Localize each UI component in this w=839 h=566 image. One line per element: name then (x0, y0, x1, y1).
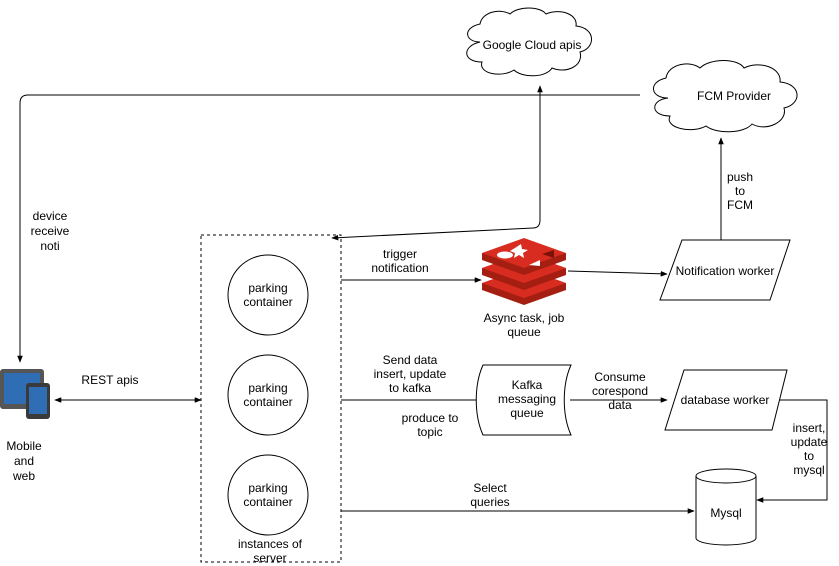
mobile-label-1: Mobile (6, 439, 42, 453)
server-group-label-1: instances of (238, 537, 303, 551)
mobile-label-3: web (12, 469, 35, 483)
produce-label-1: produce to (402, 411, 459, 425)
async-task-label-2: queue (507, 325, 541, 339)
edge-server-to-google (331, 85, 543, 241)
device-receive-label-1: device (33, 209, 68, 223)
container-2-label-2: container (243, 395, 292, 409)
mysql-node: Mysql (695, 468, 757, 546)
insert-mysql-label-4: mysql (793, 463, 824, 477)
produce-label-2: topic (417, 425, 442, 439)
parking-container-1: parking container (227, 254, 309, 336)
kafka-queue-node: Kafka messaging queue (475, 364, 572, 436)
container-3-label-1: parking (248, 481, 287, 495)
edge-dbworker-to-mysql (756, 399, 828, 503)
server-group (200, 234, 342, 563)
notification-worker-label: Notification worker (676, 264, 775, 278)
device-receive-label-3: noti (40, 239, 59, 253)
push-fcm-label-2: to (735, 184, 745, 198)
container-1-label-2: container (243, 295, 292, 309)
kafka-label-2: messaging (498, 392, 556, 406)
insert-mysql-label-1: insert, (793, 421, 826, 435)
trigger-label-1: trigger (383, 247, 417, 261)
database-worker-node: database worker (664, 369, 788, 431)
trigger-label-2: notification (371, 261, 428, 275)
send-data-label-1: Send data (383, 353, 438, 367)
fcm-provider-label: FCM Provider (697, 89, 771, 103)
select-label-2: queries (470, 495, 509, 509)
send-data-label-3: to kafka (389, 381, 431, 395)
edge-fcm-to-device (17, 94, 640, 363)
device-receive-label-2: receive (31, 224, 70, 238)
google-cloud-node: Google Cloud apis (466, 7, 592, 77)
rest-apis-label: REST apis (81, 373, 138, 387)
push-fcm-label-1: push (727, 170, 753, 184)
mysql-label: Mysql (710, 506, 741, 520)
mobile-label-2: and (14, 454, 34, 468)
insert-mysql-label-3: to (804, 449, 814, 463)
redis-icon (482, 238, 566, 305)
consume-label-1: Consume (594, 370, 646, 384)
select-label-1: Select (473, 481, 507, 495)
database-worker-label: database worker (681, 393, 770, 407)
google-cloud-label: Google Cloud apis (483, 38, 582, 52)
send-data-label-2: insert, update (374, 367, 447, 381)
parking-container-3: parking container (227, 454, 309, 536)
server-group-label-2: server (253, 551, 286, 565)
consume-label-2: corespond (592, 384, 648, 398)
fcm-provider-node: FCM Provider (653, 60, 798, 133)
edge-redis-to-worker (567, 270, 668, 277)
async-task-label-1: Async task, job (484, 311, 565, 325)
container-2-label-1: parking (248, 381, 287, 395)
mobile-web-icon (0, 369, 50, 419)
kafka-label-3: queue (510, 406, 544, 420)
consume-label-3: data (608, 398, 632, 412)
push-fcm-label-3: FCM (727, 198, 753, 212)
container-3-label-2: container (243, 495, 292, 509)
notification-worker-node: Notification worker (659, 239, 791, 301)
kafka-label-1: Kafka (512, 378, 543, 392)
parking-container-2: parking container (227, 354, 309, 436)
insert-mysql-label-2: update (791, 435, 828, 449)
container-1-label-1: parking (248, 281, 287, 295)
